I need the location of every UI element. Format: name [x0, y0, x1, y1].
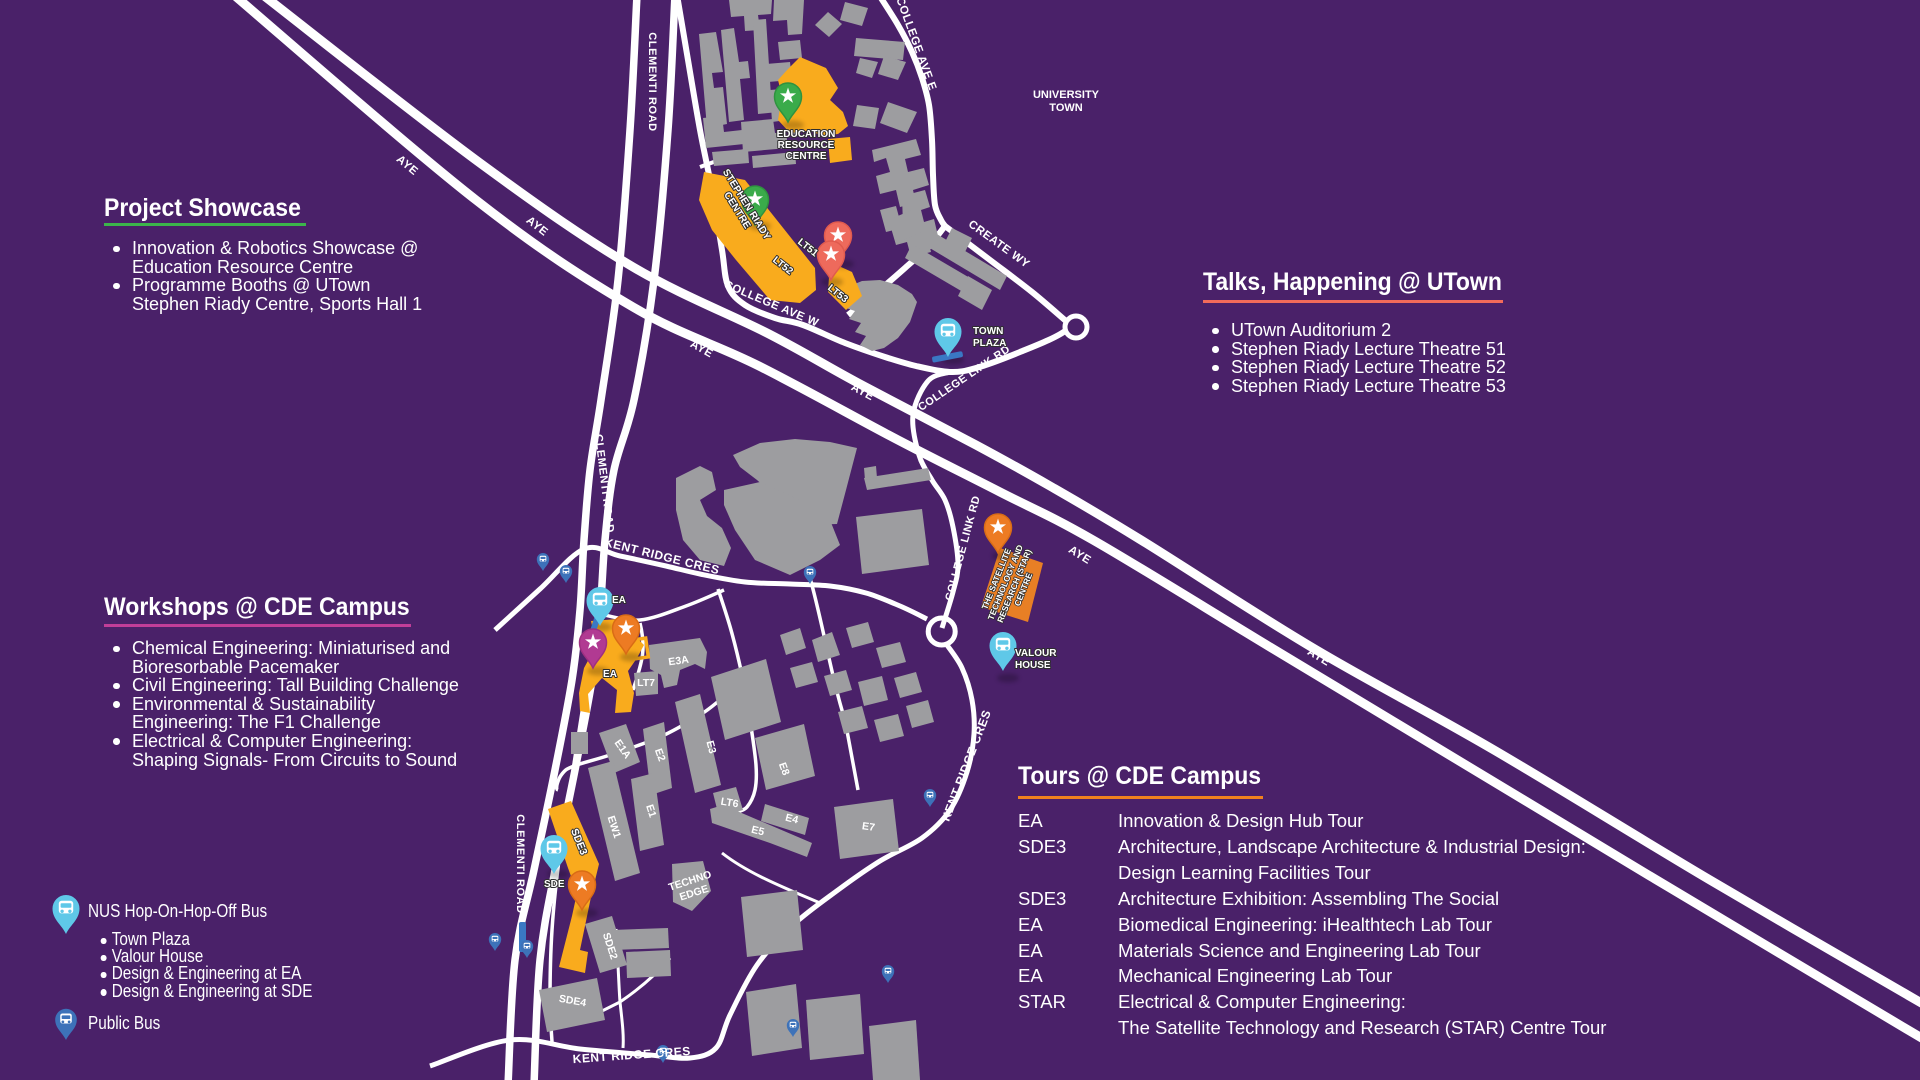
svg-text:KENT RIDGE CRES: KENT RIDGE CRES	[572, 1044, 691, 1066]
svg-text:RESOURCE: RESOURCE	[778, 140, 835, 151]
svg-text:LT7: LT7	[637, 677, 655, 689]
svg-text:E2: E2	[652, 747, 668, 763]
svg-text:EA: EA	[603, 669, 617, 680]
svg-text:KENT RIDGE CRES: KENT RIDGE CRES	[939, 708, 994, 823]
svg-text:SDE4: SDE4	[558, 993, 587, 1010]
svg-text:AYE: AYE	[849, 381, 876, 403]
svg-text:E7: E7	[861, 820, 876, 834]
svg-text:AYE: AYE	[394, 153, 420, 178]
svg-text:CLEMENTI ROAD: CLEMENTI ROAD	[646, 32, 658, 131]
svg-text:EA: EA	[612, 595, 626, 606]
svg-text:E8: E8	[776, 761, 792, 777]
svg-text:CENTRE: CENTRE	[785, 151, 826, 162]
svg-text:LT6: LT6	[720, 796, 740, 811]
svg-text:E4: E4	[784, 812, 800, 827]
svg-text:E3: E3	[703, 739, 718, 755]
svg-text:HOUSE: HOUSE	[1015, 660, 1051, 671]
svg-text:EDUCATION: EDUCATION	[777, 129, 836, 140]
svg-text:E3A: E3A	[668, 654, 690, 669]
svg-text:SDE: SDE	[544, 879, 565, 890]
svg-text:AYE: AYE	[1066, 544, 1093, 567]
svg-text:VALOUR: VALOUR	[1015, 648, 1057, 659]
svg-text:E1: E1	[643, 803, 658, 819]
svg-text:CLEMENTI ROAD: CLEMENTI ROAD	[514, 814, 526, 913]
svg-text:UNIVERSITY: UNIVERSITY	[1033, 89, 1100, 101]
svg-text:E5: E5	[750, 824, 766, 839]
svg-text:TOWN: TOWN	[973, 326, 1003, 337]
svg-text:PLAZA: PLAZA	[973, 338, 1006, 349]
svg-text:TOWN: TOWN	[1049, 102, 1082, 114]
